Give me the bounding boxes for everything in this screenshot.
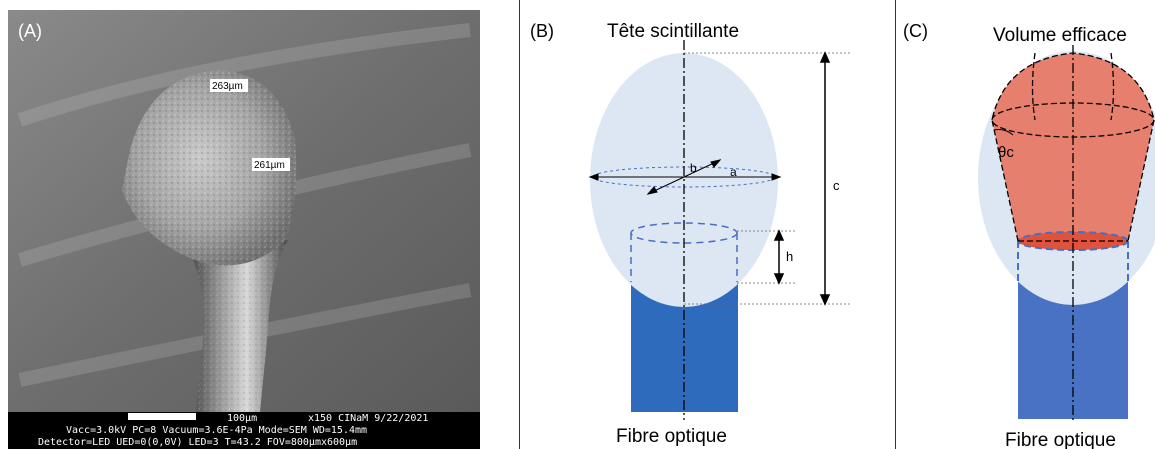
panel-a-sem-image: 263µm 261µm (A) 100µm x150 CINaM 9/22/20… xyxy=(0,0,480,449)
measure-mid-label: 261µm xyxy=(254,160,285,171)
measure-mid-box xyxy=(252,158,290,171)
label-a: a xyxy=(730,165,737,179)
label-c: c xyxy=(833,178,840,193)
separator-b-c xyxy=(895,0,896,449)
sem-scale-bar xyxy=(128,413,196,420)
measure-top-label: 263µm xyxy=(212,81,243,92)
panel-b-schema: b a c h (B) Tête scintillante Fibre opti… xyxy=(520,0,890,449)
arrow-c xyxy=(819,51,831,306)
panel-a-label: (A) xyxy=(18,21,42,41)
arrow-h xyxy=(773,229,785,285)
arrow-b xyxy=(646,159,722,195)
panel-b-label: (B) xyxy=(530,21,554,41)
measure-top-box xyxy=(210,79,248,92)
fiber-top-dashed xyxy=(630,222,738,282)
fiber-top-dashed-c xyxy=(1017,241,1129,282)
panel-b-title: Tête scintillante xyxy=(607,21,739,42)
sem-info-line-2: Vacc=3.0kV PC=8 Vacuum=3.6E-4Pa Mode=SEM… xyxy=(66,425,367,436)
panel-c-title: Volume efficace xyxy=(993,25,1127,46)
guide-lines xyxy=(684,52,850,305)
panel-c-schema: θc (C) Volume efficace Fibre optique xyxy=(895,0,1155,449)
panel-c-bottom-label: Fibre optique xyxy=(1005,430,1116,449)
sem-scale-label: 100µm xyxy=(227,413,257,424)
sem-image-svg: 263µm 261µm (A) 100µm x150 CINaM 9/22/20… xyxy=(8,10,480,449)
sem-info-line-1: x150 CINaM 9/22/2021 xyxy=(308,413,428,424)
angle-arc xyxy=(993,129,1014,136)
panel-c-label: (C) xyxy=(903,21,928,41)
schema-c-svg: θc (C) Volume efficace Fibre optique xyxy=(903,21,1155,449)
label-h: h xyxy=(786,249,793,264)
sem-info-bar xyxy=(8,412,480,449)
angle-label: θc xyxy=(998,144,1014,161)
label-b: b xyxy=(690,161,697,175)
sem-info-line-3: Detector=LED UED=0(0,0V) LED=3 T=43.2 FO… xyxy=(38,437,357,448)
panel-b-bottom-label: Fibre optique xyxy=(616,426,727,447)
separator-a-b xyxy=(519,0,520,449)
schema-b-svg: b a c h (B) Tête scintillante Fibre opti… xyxy=(530,21,850,447)
